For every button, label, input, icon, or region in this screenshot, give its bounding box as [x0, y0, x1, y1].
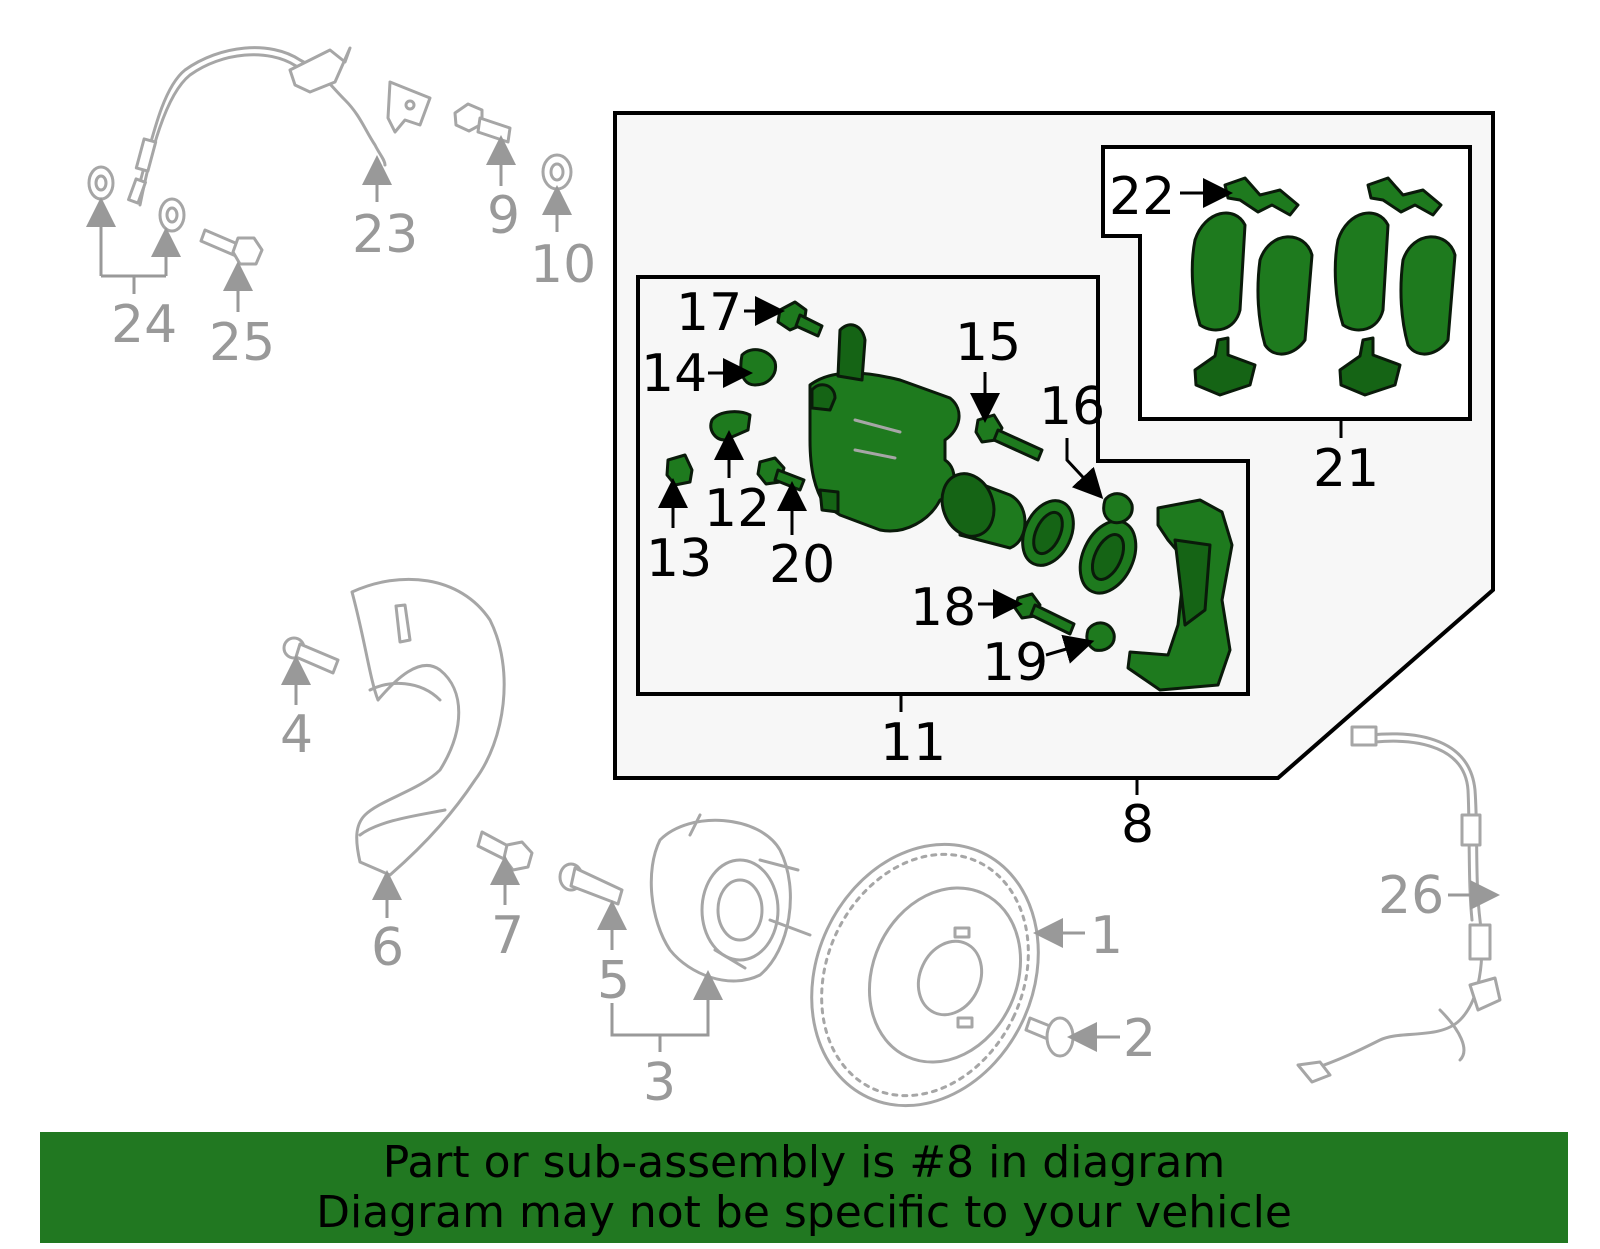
callout-5[interactable]: 5: [597, 951, 630, 1011]
caliper-piston[interactable]: [934, 466, 1027, 550]
callout-26[interactable]: 26: [1378, 866, 1444, 926]
boot-16[interactable]: [1102, 492, 1134, 525]
callout-1[interactable]: 1: [1090, 906, 1123, 966]
callout-24[interactable]: 24: [111, 295, 177, 355]
cap-14[interactable]: [739, 348, 778, 387]
banner-line-2: Diagram may not be specific to your vehi…: [316, 1187, 1292, 1238]
callout-6[interactable]: 6: [371, 918, 404, 978]
bleeder-13[interactable]: [665, 453, 694, 487]
callout-9[interactable]: 9: [487, 186, 520, 246]
callout-11[interactable]: 11: [880, 713, 946, 773]
leader-lines: [86, 135, 1500, 1052]
info-banner: Part or sub-assembly is #8 in diagram Di…: [40, 1132, 1568, 1243]
boot-19[interactable]: [1085, 621, 1116, 652]
callout-labels: 1 2 3 4 5 6 7 8 9 10 11 12 13 14 15 16 1…: [111, 167, 1444, 1113]
callout-13[interactable]: 13: [646, 529, 712, 589]
callout-16[interactable]: 16: [1039, 377, 1105, 437]
hub-bearing-3: [649, 813, 812, 983]
bolt-7: [476, 830, 534, 872]
callout-7[interactable]: 7: [491, 906, 524, 966]
abs-sensor-23: [127, 46, 432, 207]
brake-caliper[interactable]: [808, 323, 961, 533]
callout-10[interactable]: 10: [530, 235, 596, 295]
callout-3[interactable]: 3: [643, 1053, 676, 1113]
banner-line-1: Part or sub-assembly is #8 in diagram: [382, 1137, 1226, 1188]
callout-22[interactable]: 22: [1109, 167, 1175, 227]
pad-set-21[interactable]: [1190, 211, 1457, 397]
abs-sensor-26: [1296, 725, 1502, 1084]
wheel-stud-5: [558, 862, 624, 906]
callout-18[interactable]: 18: [910, 578, 976, 638]
callout-2[interactable]: 2: [1123, 1009, 1156, 1069]
dust-shield-6: [350, 577, 506, 877]
callout-17[interactable]: 17: [676, 283, 742, 343]
bolt-25: [199, 228, 264, 266]
washer-10: [541, 153, 573, 191]
bolt-4: [282, 636, 340, 675]
callout-21[interactable]: 21: [1313, 439, 1379, 499]
callout-14[interactable]: 14: [641, 344, 707, 404]
pad-clips-22[interactable]: [1223, 176, 1443, 217]
callout-15[interactable]: 15: [955, 313, 1021, 373]
brake-rotor-1: [810, 842, 1040, 1108]
caliper-bracket[interactable]: [1126, 498, 1234, 692]
callout-20[interactable]: 20: [769, 535, 835, 595]
callout-19[interactable]: 19: [982, 633, 1048, 693]
callout-8[interactable]: 8: [1121, 795, 1154, 855]
callout-4[interactable]: 4: [280, 705, 313, 765]
callout-23[interactable]: 23: [352, 205, 418, 265]
callout-25[interactable]: 25: [209, 313, 275, 373]
screw-2: [1024, 1016, 1075, 1058]
bolt-9: [453, 102, 512, 144]
callout-12[interactable]: 12: [704, 479, 770, 539]
